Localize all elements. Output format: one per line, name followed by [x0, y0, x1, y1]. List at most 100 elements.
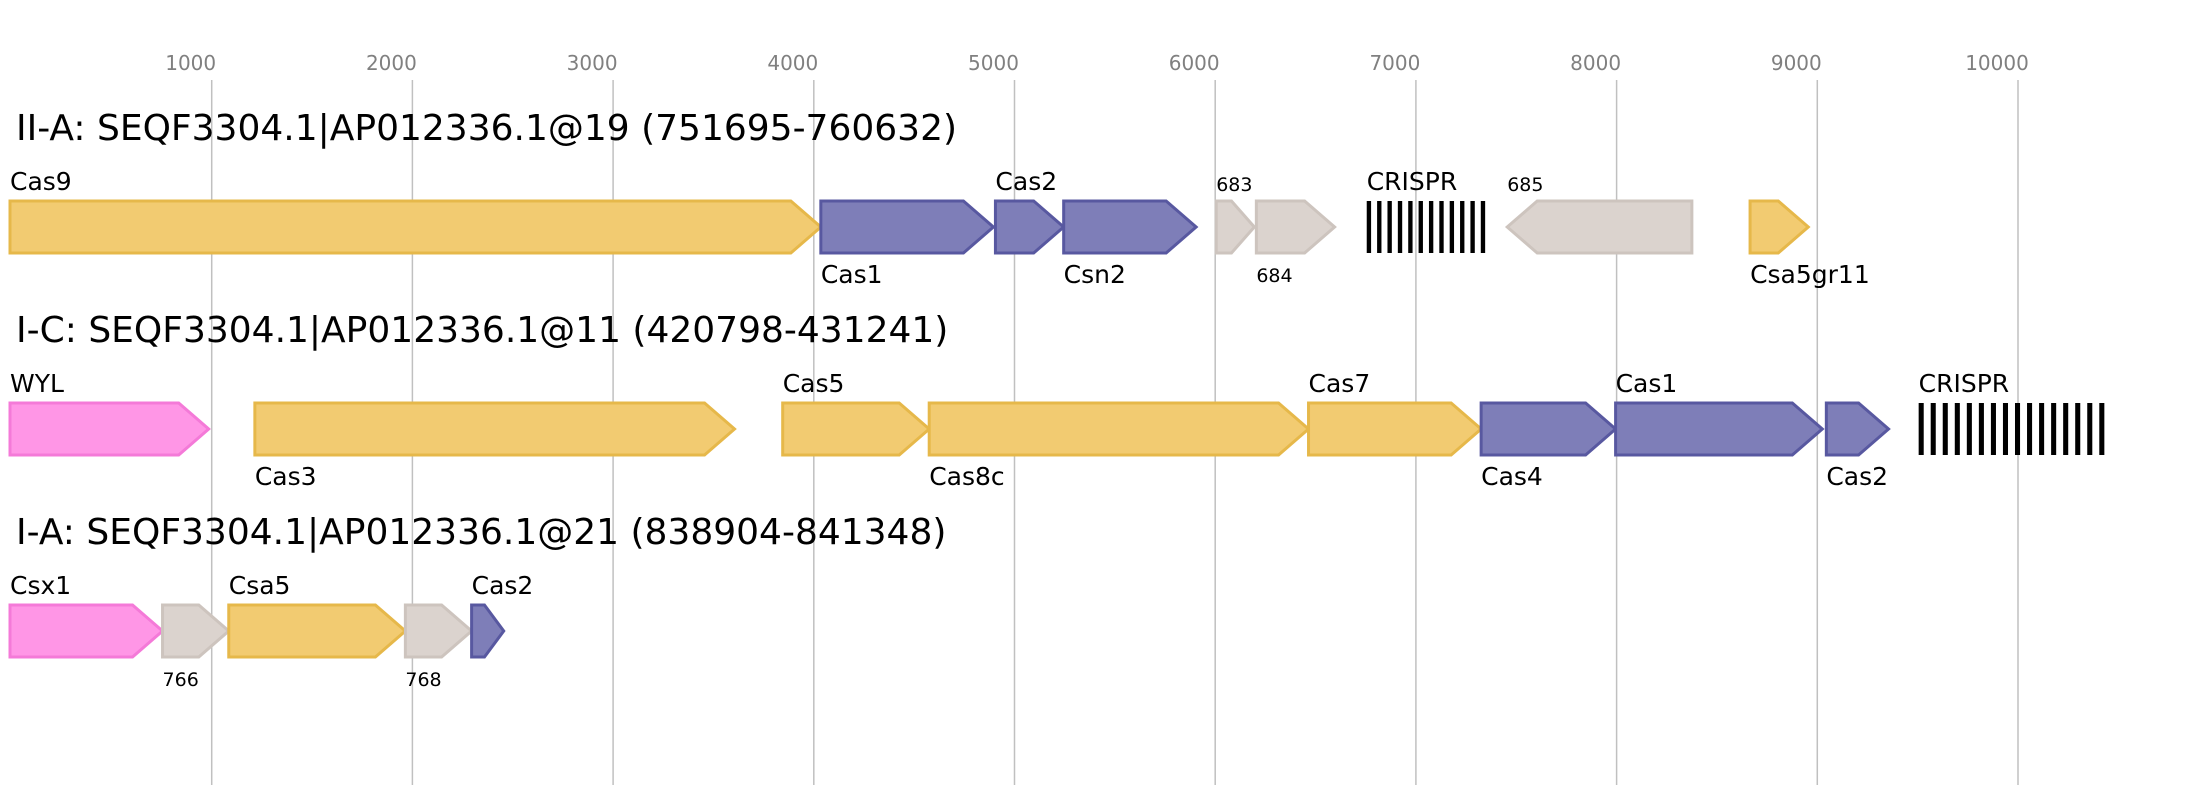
gene-label: Cas4: [1481, 462, 1543, 491]
gene-shape: [1479, 401, 1618, 457]
gene-label: Cas5: [783, 369, 845, 398]
gene-arrow: Cas5: [781, 369, 932, 457]
crispr-repeat: [2051, 403, 2057, 455]
crispr-repeat: [1918, 403, 1924, 455]
crispr-repeat: [1449, 201, 1455, 253]
gene-shape: [8, 603, 165, 659]
gene-arrow: Csn2: [1062, 199, 1199, 289]
gene-arrow: 768: [403, 603, 474, 691]
gene-shape: [1307, 401, 1484, 457]
crispr-repeat: [2039, 403, 2045, 455]
gene-label: Cas8c: [929, 462, 1004, 491]
gene-arrow: Csa5gr11: [1748, 199, 1870, 289]
gene-arrow: Cas9: [8, 167, 824, 255]
crispr-repeat: [2087, 403, 2093, 455]
crispr-repeat: [1990, 403, 1996, 455]
gene-label: Cas2: [472, 571, 534, 600]
gene-shape: [403, 603, 474, 659]
gene-label: 685: [1507, 174, 1543, 196]
gene-label: Cas7: [1309, 369, 1371, 398]
gene-arrow: Cas1: [819, 199, 996, 289]
crispr-repeat: [1460, 201, 1465, 253]
gene-label: Cas1: [821, 260, 883, 289]
gene-shape: [1824, 401, 1891, 457]
gene-shape: [253, 401, 737, 457]
axis-tick-label: 5000: [968, 51, 1019, 75]
crispr-repeat: [1954, 403, 1960, 455]
gene-shape: [927, 401, 1311, 457]
crispr-repeat: [2014, 403, 2021, 455]
gene-arrow: Cas1: [1614, 369, 1825, 457]
crispr-repeat: [1418, 201, 1423, 253]
gene-label: Csn2: [1064, 260, 1126, 289]
axis-tick-label: 3000: [567, 51, 618, 75]
gene-label: Csa5gr11: [1750, 260, 1870, 289]
crispr-repeat: [1470, 201, 1475, 253]
gene-label: CRISPR: [1367, 167, 1458, 196]
gene-label: Csa5: [229, 571, 291, 600]
crispr-repeat: [1366, 201, 1372, 253]
axis-tick-label: 7000: [1369, 51, 1420, 75]
crispr-repeat: [2075, 403, 2081, 455]
gene-arrow: 766: [161, 603, 232, 691]
gene-shape: [1214, 199, 1257, 255]
crispr-repeat: [2027, 403, 2033, 455]
track-3: I-A: SEQF3304.1|AP012336.1@21 (838904-84…: [8, 512, 946, 691]
gene-label: CRISPR: [1919, 369, 2010, 398]
crispr-repeat: [2099, 403, 2105, 455]
crispr-repeat: [1397, 201, 1403, 253]
crispr-repeat: [1966, 403, 1972, 455]
gene-label: Csx1: [10, 571, 71, 600]
track-title: II-A: SEQF3304.1|AP012336.1@19 (751695-7…: [16, 108, 957, 149]
axis-tick-label: 2000: [366, 51, 417, 75]
gene-label: Cas2: [1826, 462, 1888, 491]
axis-tick-labels: 1000 2000 3000 4000 5000 6000 7000 8000 9000 1000…: [165, 51, 2029, 75]
crispr-repeat: [1480, 201, 1486, 253]
crispr-repeat: [1377, 201, 1382, 253]
crispr-repeat: [1408, 201, 1413, 253]
gene-arrow: Cas7: [1307, 369, 1484, 457]
gene-shape: [993, 199, 1066, 255]
gene-shape: [1614, 401, 1825, 457]
gene-arrow: Cas2: [470, 571, 534, 659]
track-1: II-A: SEQF3304.1|AP012336.1@19 (751695-7…: [8, 108, 1870, 289]
axis-tick-label: 4000: [767, 51, 818, 75]
axis-tick-label: 1000: [165, 51, 216, 75]
gene-arrow: 683: [1214, 174, 1257, 255]
crispr-repeat: [2002, 403, 2009, 455]
crispr-repeat: [1942, 403, 1948, 455]
crispr-array: CRISPR: [1366, 167, 1486, 253]
gene-label: 683: [1216, 174, 1252, 196]
gene-arrow: Cas3: [253, 401, 737, 491]
gene-arrow: Cas2: [1824, 401, 1891, 491]
tracks: II-A: SEQF3304.1|AP012336.1@19 (751695-7…: [8, 108, 2105, 691]
gene-shape: [161, 603, 232, 659]
crispr-repeat: [1978, 403, 1984, 455]
axis-tick-label: 8000: [1570, 51, 1621, 75]
gene-shape: [1504, 199, 1694, 255]
gene-shape: [819, 199, 996, 255]
gene-label: Cas1: [1616, 369, 1678, 398]
gene-label: 768: [405, 669, 441, 691]
gene-shape: [1748, 199, 1811, 255]
gene-label: Cas2: [995, 167, 1057, 196]
track-title: I-A: SEQF3304.1|AP012336.1@21 (838904-84…: [16, 512, 946, 553]
gene-arrow: 685: [1504, 174, 1694, 255]
gene-shape: [227, 603, 408, 659]
crispr-repeat: [1428, 201, 1434, 253]
axis-tick-label: 10000: [1965, 51, 2029, 75]
gene-arrow: 684: [1254, 199, 1337, 287]
gene-arrow: Cas4: [1479, 401, 1618, 491]
gene-arrow: Cas2: [993, 167, 1066, 255]
axis-tick-label: 9000: [1771, 51, 1822, 75]
gene-arrow: Csa5: [227, 571, 408, 659]
gene-arrow: WYL: [8, 369, 211, 457]
crispr-repeat: [2063, 403, 2069, 455]
gene-shape: [1254, 199, 1337, 255]
axis-tick-label: 6000: [1169, 51, 1220, 75]
track-title: I-C: SEQF3304.1|AP012336.1@11 (420798-43…: [16, 310, 948, 351]
crispr-repeat: [1387, 201, 1392, 253]
gene-shape: [470, 603, 506, 659]
crispr-array: CRISPR: [1918, 369, 2105, 455]
